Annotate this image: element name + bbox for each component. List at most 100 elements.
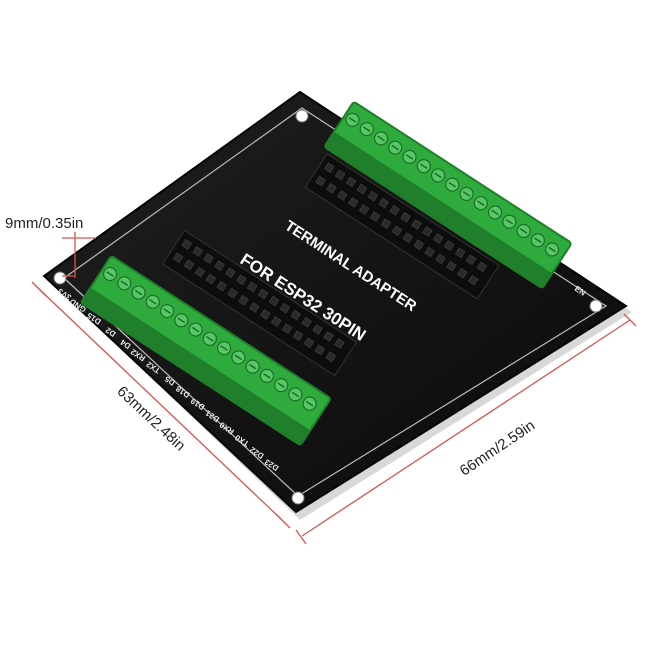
header-socket bbox=[238, 295, 249, 306]
header-socket bbox=[389, 204, 400, 216]
screw-slot bbox=[548, 246, 556, 253]
header-socket bbox=[194, 266, 206, 278]
header-socket bbox=[400, 212, 411, 223]
screw-slot bbox=[248, 363, 257, 370]
header-socket bbox=[192, 246, 203, 257]
screw-slot bbox=[377, 135, 385, 142]
header-socket bbox=[433, 233, 444, 244]
header-socket bbox=[326, 182, 337, 194]
header-socket bbox=[334, 338, 345, 349]
mount-hole bbox=[291, 491, 305, 505]
terminal-block-right bbox=[324, 101, 572, 289]
screw-slot bbox=[177, 317, 186, 324]
screw-slot bbox=[206, 336, 214, 342]
header-socket bbox=[236, 274, 247, 286]
height-dimension bbox=[62, 232, 96, 278]
header-socket bbox=[348, 197, 359, 208]
header-socket bbox=[279, 302, 291, 314]
screw-slot bbox=[477, 200, 485, 207]
screw-slot bbox=[391, 144, 400, 151]
screw-slot bbox=[234, 354, 243, 361]
screw-slot bbox=[348, 117, 357, 123]
header-socket bbox=[181, 239, 193, 250]
screw-slot bbox=[106, 271, 114, 277]
header-socket bbox=[314, 344, 326, 356]
header-socket bbox=[334, 169, 346, 181]
width-dimension bbox=[295, 313, 637, 545]
header-socket bbox=[422, 226, 433, 237]
screw-slot bbox=[305, 400, 314, 407]
screw-slot bbox=[120, 280, 129, 287]
header-socket bbox=[367, 190, 379, 202]
screw-slot bbox=[505, 218, 514, 225]
header-socket bbox=[312, 324, 323, 335]
header-socket bbox=[424, 246, 435, 258]
header-socket bbox=[249, 302, 260, 313]
header-socket bbox=[257, 288, 269, 300]
mount-hole bbox=[589, 299, 603, 313]
header-socket bbox=[268, 295, 280, 307]
header-socket bbox=[183, 259, 195, 271]
header-socket bbox=[465, 254, 477, 266]
screw-slot bbox=[448, 181, 457, 188]
header-socket bbox=[369, 211, 381, 222]
header-socket bbox=[391, 225, 403, 236]
screw-slot bbox=[405, 154, 414, 160]
screw-slot bbox=[220, 345, 228, 351]
pcb-board bbox=[42, 90, 632, 520]
header-socket bbox=[325, 351, 336, 363]
header-socket bbox=[337, 190, 348, 201]
header-socket bbox=[301, 317, 312, 328]
header-socket bbox=[303, 337, 315, 349]
terminal-block-left bbox=[80, 255, 331, 446]
screw-slot bbox=[277, 382, 285, 388]
screw-slot bbox=[263, 373, 271, 379]
header-socket bbox=[246, 281, 258, 293]
header-socket bbox=[270, 316, 282, 327]
depth-dimension bbox=[31, 281, 291, 529]
header-socket bbox=[324, 162, 335, 173]
screw-slot bbox=[163, 308, 171, 314]
female-header-right bbox=[304, 153, 500, 300]
header-socket bbox=[260, 309, 271, 320]
female-header-left bbox=[162, 229, 358, 377]
header-socket bbox=[205, 273, 217, 285]
header-socket bbox=[402, 232, 414, 244]
header-socket bbox=[216, 280, 227, 292]
header-socket bbox=[227, 287, 238, 299]
header-socket bbox=[358, 204, 370, 215]
screw-slot bbox=[134, 289, 143, 296]
mount-hole bbox=[295, 109, 309, 123]
screw-slot bbox=[462, 191, 471, 197]
screw-slot bbox=[534, 237, 542, 244]
screw-slot bbox=[191, 326, 200, 333]
header-socket bbox=[411, 219, 422, 230]
header-socket bbox=[443, 240, 455, 251]
header-socket bbox=[454, 247, 466, 258]
header-socket bbox=[380, 218, 392, 229]
header-socket bbox=[446, 260, 457, 272]
screw-slot bbox=[420, 163, 428, 169]
header-socket bbox=[435, 253, 446, 265]
screw-slot bbox=[291, 391, 300, 398]
header-socket bbox=[290, 309, 302, 321]
header-socket bbox=[281, 323, 293, 334]
header-socket bbox=[356, 183, 368, 195]
screw-slot bbox=[149, 299, 157, 305]
header-socket bbox=[203, 253, 214, 264]
header-socket bbox=[323, 331, 334, 342]
header-socket bbox=[378, 197, 390, 209]
header-socket bbox=[467, 275, 479, 286]
height-dimension-label: 9mm/0.35in bbox=[5, 215, 83, 232]
screw-slot bbox=[434, 172, 442, 179]
header-socket bbox=[292, 330, 304, 341]
screw-slot bbox=[519, 228, 528, 234]
header-socket bbox=[457, 267, 468, 279]
screw-slot bbox=[491, 209, 499, 216]
header-socket bbox=[214, 260, 225, 271]
screw-slot bbox=[363, 126, 371, 132]
header-socket bbox=[172, 252, 184, 264]
header-socket bbox=[345, 176, 357, 188]
